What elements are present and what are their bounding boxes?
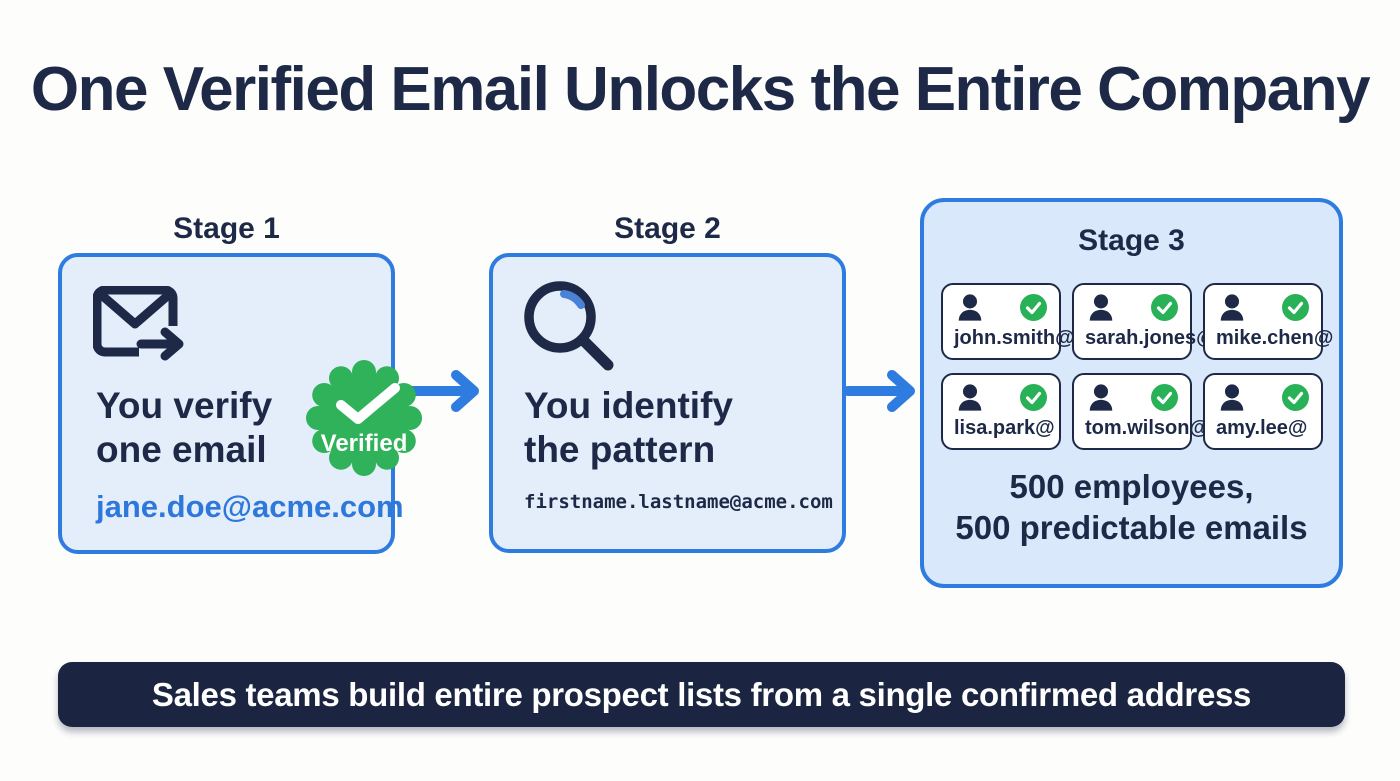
person-icon [1217,293,1247,328]
email-send-icon [92,285,193,369]
verified-badge-label: Verified [320,430,408,457]
check-badge-icon [1151,294,1178,326]
stage1-verified-email: jane.doe@acme.com [96,489,404,524]
email-card: john.smith@ [941,283,1075,360]
bottom-banner: Sales teams build entire prospect lists … [58,662,1345,727]
stage2-pattern-email: firstname.lastname@acme.com [524,491,833,513]
card-email: sarah.jones@ [1085,327,1216,349]
stage2-heading: You identify the pattern [524,385,733,470]
email-card: lisa.park@ [941,373,1061,450]
person-icon [1086,383,1116,418]
stage3-box: Stage 3 john.smith@ sarah.jones@ [920,198,1343,588]
stage1-label: Stage 1 [173,212,280,245]
person-icon [955,383,985,418]
checkmark-icon [336,383,400,424]
email-card: tom.wilson@ [1072,373,1209,450]
stage3-label: Stage 3 [1078,224,1185,257]
check-badge-icon [1151,384,1178,416]
card-email: mike.chen@ [1216,327,1334,349]
search-icon [520,277,620,382]
person-icon [1217,383,1247,418]
check-badge-icon [1282,294,1309,326]
check-badge-icon [1020,384,1047,416]
flow-arrow-icon-1 [401,367,484,420]
person-icon [955,293,985,328]
page-title: One Verified Email Unlocks the Entire Co… [30,55,1371,124]
email-card: mike.chen@ [1203,283,1333,360]
email-card-grid: john.smith@ sarah.jones@ mike.chen@ [941,283,1333,450]
stage2-label: Stage 2 [614,212,721,245]
card-email: lisa.park@ [954,417,1055,439]
stage3-summary: 500 employees, 500 predictable emails [955,468,1308,546]
card-email: amy.lee@ [1216,417,1308,439]
check-badge-icon [1020,294,1047,326]
stage2-box [489,253,846,553]
card-email: tom.wilson@ [1085,417,1209,439]
card-email: john.smith@ [954,327,1075,349]
person-icon [1086,293,1116,328]
flow-arrow-icon-2 [843,367,920,420]
email-card: amy.lee@ [1203,373,1323,450]
banner-text: Sales teams build entire prospect lists … [151,675,1252,713]
verified-seal-icon [306,360,422,476]
email-card: sarah.jones@ [1072,283,1216,360]
verified-badge: Verified [305,359,423,477]
check-badge-icon [1282,384,1309,416]
stage1-heading: You verify one email [96,385,273,470]
